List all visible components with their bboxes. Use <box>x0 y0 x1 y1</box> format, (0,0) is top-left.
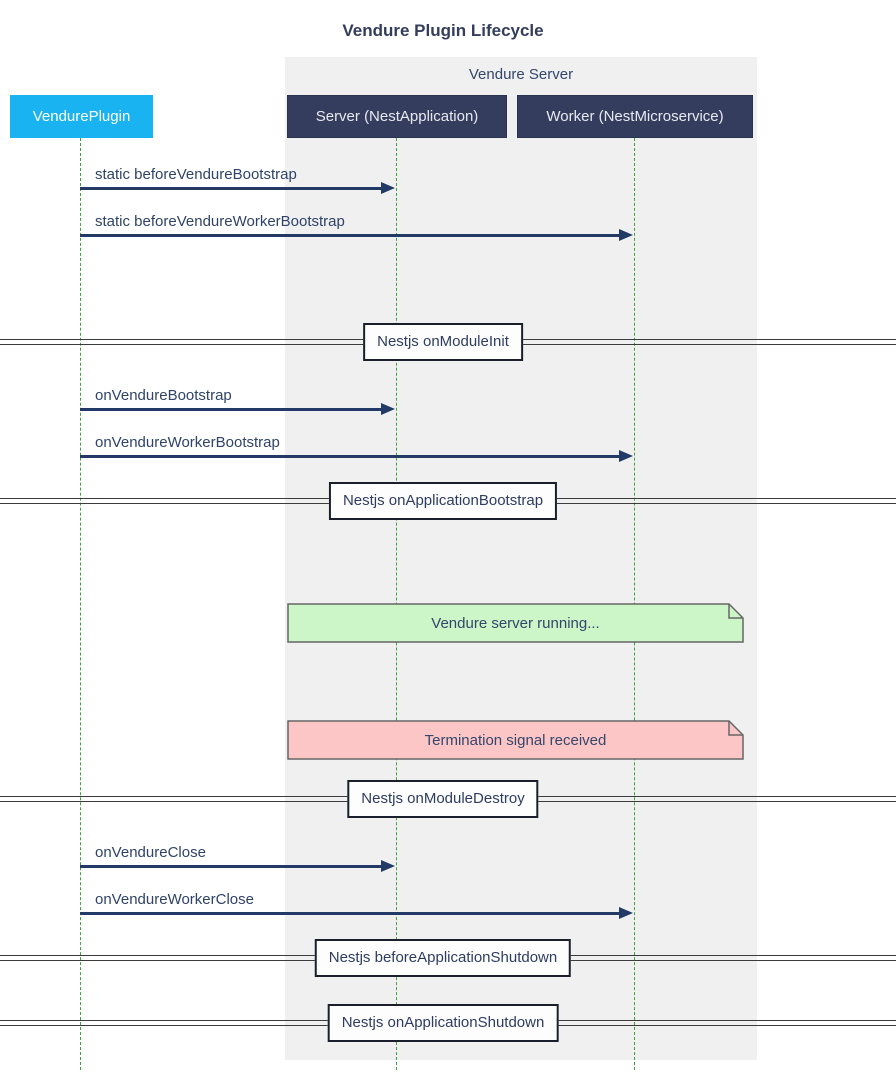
note-shape <box>287 720 744 760</box>
message-arrow-line <box>80 455 620 458</box>
diagram-title: Vendure Plugin Lifecycle <box>342 21 544 40</box>
message-label: static beforeVendureBootstrap <box>95 166 297 183</box>
actor-vendureplugin: VendurePlugin <box>10 95 153 138</box>
divider-label: Nestjs beforeApplicationShutdown <box>314 939 572 977</box>
divider-label: Nestjs onModuleDestroy <box>347 780 539 818</box>
note-termination-signal: Termination signal received <box>287 720 744 760</box>
message-label: onVendureWorkerClose <box>95 891 254 908</box>
note-shape <box>287 603 744 643</box>
message-label: static beforeVendureWorkerBootstrap <box>95 213 345 230</box>
message-label: onVendureClose <box>95 844 206 861</box>
arrowhead-icon <box>381 403 395 415</box>
note-text: Termination signal received <box>424 731 607 749</box>
note-server-running: Vendure server running... <box>287 603 744 643</box>
actor-label: VendurePlugin <box>32 108 131 125</box>
message-arrow-line <box>80 187 382 190</box>
message-arrow-line <box>80 865 382 868</box>
arrowhead-icon <box>619 450 633 462</box>
arrowhead-icon <box>381 860 395 872</box>
message-arrow-line <box>80 234 620 237</box>
message-label: onVendureWorkerBootstrap <box>95 434 280 451</box>
arrowhead-icon <box>381 182 395 194</box>
divider-label: Nestjs onModuleInit <box>363 323 523 361</box>
actor-label: Server (NestApplication) <box>315 108 479 125</box>
actor-worker: Worker (NestMicroservice) <box>517 95 753 138</box>
note-text: Vendure server running... <box>431 614 600 632</box>
message-arrow-line <box>80 912 620 915</box>
actor-label: Worker (NestMicroservice) <box>546 108 724 125</box>
divider-label: Nestjs onApplicationBootstrap <box>328 482 558 520</box>
group-box-vendure-server <box>285 57 757 1060</box>
message-arrow-line <box>80 408 382 411</box>
message-label: onVendureBootstrap <box>95 387 232 404</box>
arrowhead-icon <box>619 229 633 241</box>
lifeline-vendureplugin <box>80 138 81 1070</box>
group-label: Vendure Server <box>468 66 574 83</box>
actor-server: Server (NestApplication) <box>287 95 507 138</box>
arrowhead-icon <box>619 907 633 919</box>
divider-label: Nestjs onApplicationShutdown <box>327 1004 559 1042</box>
